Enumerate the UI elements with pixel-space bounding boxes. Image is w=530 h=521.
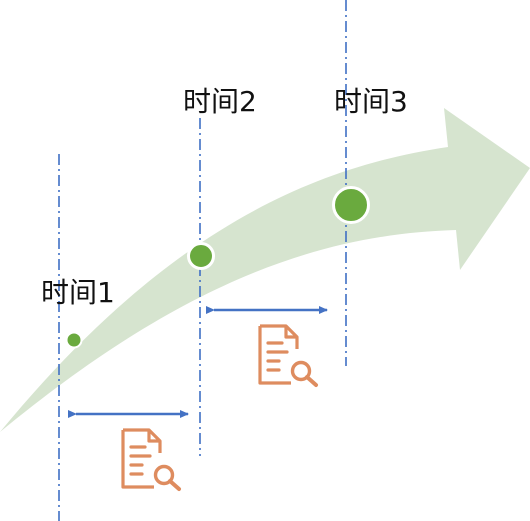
document-search-icon <box>121 428 181 491</box>
background-curved-arrow <box>0 108 530 432</box>
marker-time-3 <box>332 186 370 224</box>
label-time-1: 时间1 <box>41 276 115 309</box>
marker-time-2 <box>187 242 215 270</box>
label-time-3: 时间3 <box>334 85 408 118</box>
marker-time-1 <box>65 331 83 349</box>
document-search-icon <box>258 324 318 387</box>
label-time-2: 时间2 <box>183 85 257 118</box>
